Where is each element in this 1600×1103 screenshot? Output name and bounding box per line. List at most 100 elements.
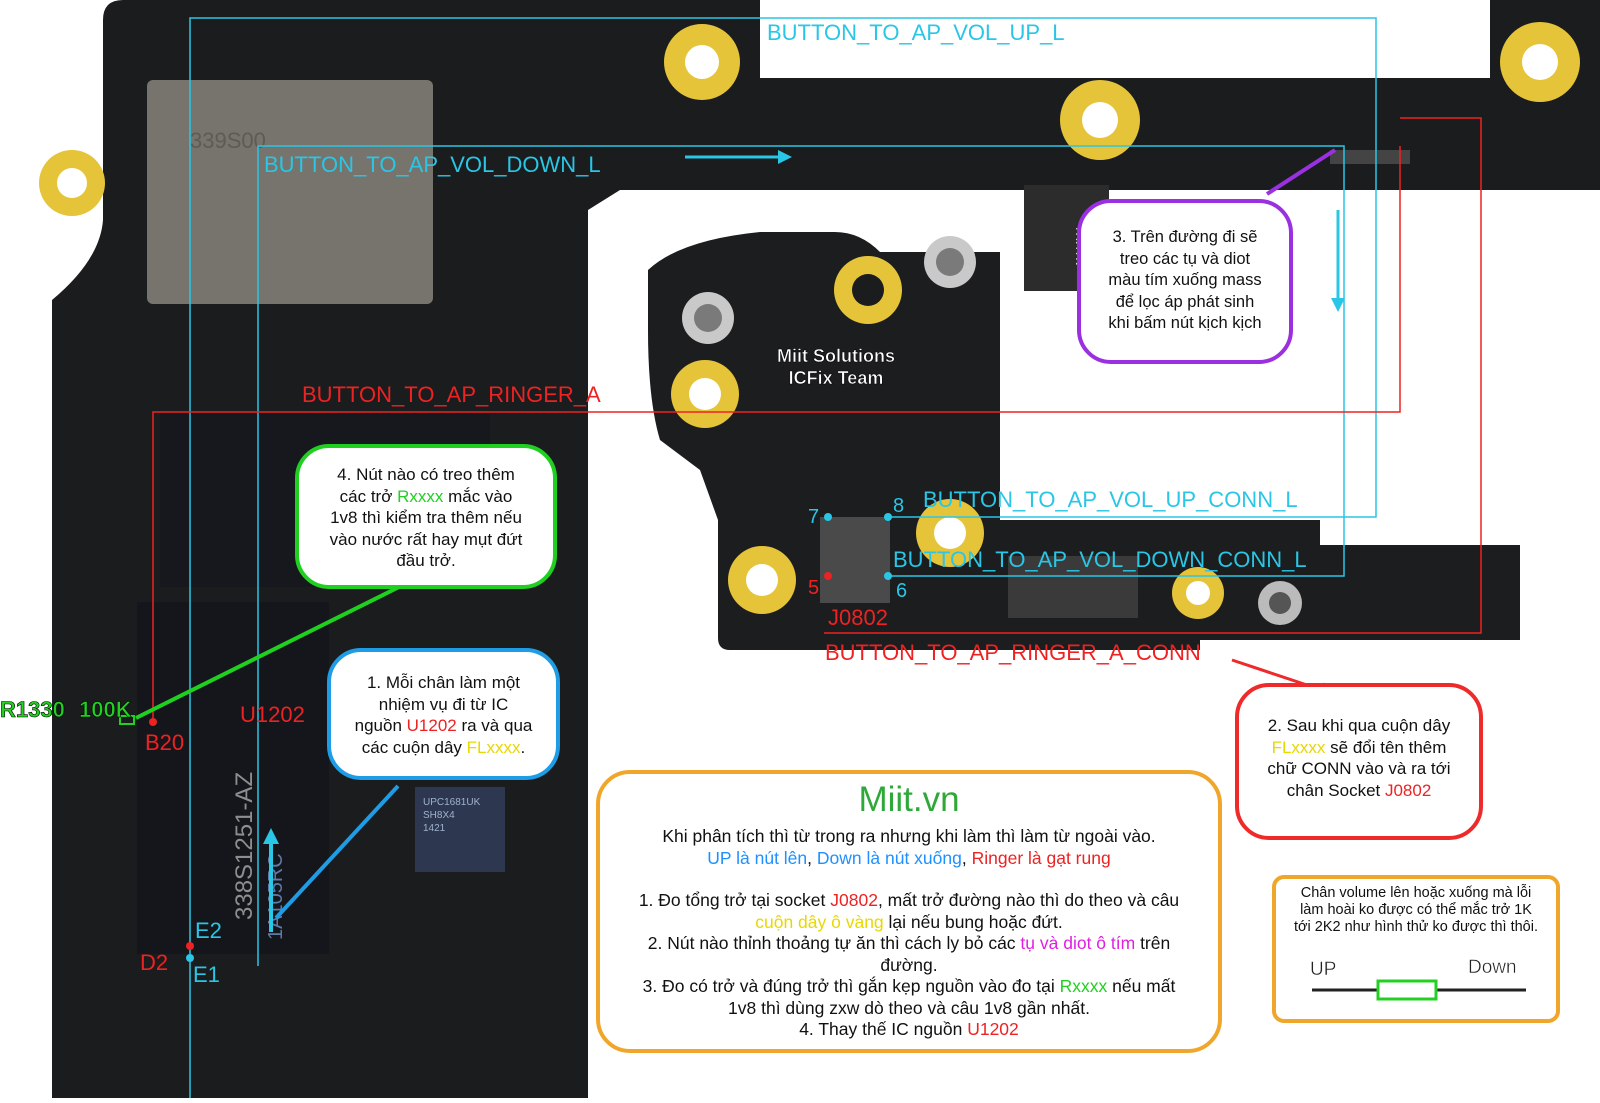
resistor-value: 100K [79, 697, 132, 722]
step3-line1: 3. Đo có trở và đúng trở thì gắn kẹp ngu… [618, 976, 1200, 998]
note-pin-path: 1. Mỗi chân làm một nhiệm vụ đi từ IC ng… [327, 648, 560, 780]
procedure-box: Miit.vn Khi phân tích thì từ trong ra nh… [596, 770, 1222, 1053]
step1-line2: cuộn dây ô vàng lại nếu bung hoặc đứt. [618, 912, 1200, 934]
note2-j0802: J0802 [1384, 780, 1432, 800]
small-ic-mark-2: SH8X4 [423, 810, 455, 821]
step4-line: 4. Thay thế IC nguồn U1202 [618, 1019, 1200, 1041]
cyan-wires [189, 17, 1377, 1098]
note4-line2: các trở Rxxxx mắc vào [311, 486, 541, 508]
note3-line5: khi bấm nút kịch kịch [1108, 314, 1262, 332]
pointer-note4 [135, 582, 406, 720]
pin-markers [119, 513, 892, 962]
label-vol-up-conn: BUTTON_TO_AP_VOL_UP_CONN_L [923, 487, 1298, 512]
label-ringer: BUTTON_TO_AP_RINGER_A [302, 382, 601, 407]
note3-line4: để lọc áp phát sinh [1115, 292, 1255, 311]
legend-sep: , [807, 847, 817, 868]
note-resistor-check: 4. Nút nào có treo thêm các trở Rxxxx mắ… [295, 444, 557, 589]
screw-posts [682, 236, 1302, 625]
small-ic-mark-1: UPC1681UK [423, 797, 481, 808]
step1-text2: , mất trở đường nào thì do theo và câu [877, 890, 1180, 910]
watermark-line2: ICFix Team [789, 368, 884, 388]
chip-mark-sub: 1A105RC [265, 853, 287, 940]
pin-e2: E2 [195, 918, 222, 943]
note1-dot: . [520, 737, 526, 757]
site-title: Miit.vn [858, 780, 960, 819]
step1-text: 1. Đo tổng trở tại socket [638, 890, 831, 910]
pin-d2: D2 [140, 950, 168, 975]
step2-line1: 2. Nút nào thỉnh thoảng tự ăn thì cách l… [618, 933, 1200, 955]
pointer-note1 [274, 784, 400, 920]
chip-mark-main: 338S1251-AZ [231, 772, 258, 920]
label-vol-up: BUTTON_TO_AP_VOL_UP_L [767, 20, 1065, 45]
step1-j0802: J0802 [830, 890, 878, 910]
resistor-label: R1330 [0, 697, 65, 722]
step3-text2: nếu mất [1107, 976, 1176, 996]
note2-text: sẽ đổi tên thêm [1325, 737, 1447, 757]
note4-rxxxx: Rxxxx [397, 486, 444, 506]
label-ringer-conn: BUTTON_TO_AP_RINGER_A_CONN [825, 640, 1201, 665]
legend-sep: , [961, 847, 972, 868]
small-ic [415, 787, 505, 872]
label-vol-down: BUTTON_TO_AP_VOL_DOWN_L [264, 152, 601, 177]
procedure-intro: Khi phân tích thì từ trong ra nhưng khi … [662, 826, 1156, 846]
resistor-tip-box: Chân volume lên hoặc xuống mà lỗi làm ho… [1272, 875, 1560, 1023]
step1-line1: 1. Đo tổng trở tại socket J0802, mất trở… [618, 890, 1200, 912]
note2-line4: chân Socket J0802 [1251, 780, 1467, 802]
step1-coil: cuộn dây ô vàng [755, 911, 884, 932]
tip-up-label: UP [1310, 959, 1336, 980]
screw-pads [39, 22, 1580, 619]
note3-line3: màu tím xuống mass [1108, 271, 1262, 289]
note3-line2: treo các tụ và diot [1119, 249, 1251, 268]
socket-label: J0802 [828, 605, 888, 630]
red-wires [152, 117, 1482, 722]
note4-line4: vào nước rất hay mụt đứt [329, 529, 523, 549]
arrows [263, 150, 1345, 932]
note1-text3: các cuộn dây [361, 737, 467, 757]
note1-flxxxx: FLxxxx [466, 737, 521, 757]
legend-ringer: Ringer là gạt rung [971, 847, 1111, 868]
connector [1008, 556, 1138, 618]
tip-resistor [1376, 979, 1438, 1001]
note2-line1: 2. Sau khi qua cuộn dây [1267, 716, 1451, 735]
note1-line1: 1. Mỗi chân làm một [366, 673, 521, 692]
step2-text2: trên [1135, 933, 1171, 953]
step1-text3: lại nếu bung hoặc đứt. [883, 911, 1063, 932]
ic-label: U1202 [240, 702, 305, 727]
note3-line1: 3. Trên đường đi sẽ [1112, 228, 1258, 246]
step4-text: 4. Thay thế IC nguồn [799, 1019, 968, 1039]
tip-line3: tới 2K2 như hình thử ko được thì thôi. [1293, 919, 1538, 935]
note1-line4: các cuộn dây FLxxxx. [343, 737, 544, 759]
filter-components [1330, 150, 1410, 164]
note2-line2: FLxxxx sẽ đổi tên thêm [1251, 737, 1467, 759]
note-conn-rename: 2. Sau khi qua cuộn dây FLxxxx sẽ đổi tê… [1235, 683, 1483, 840]
small-ic-mark-3: 1421 [423, 823, 446, 834]
note1-text2: ra và qua [456, 716, 533, 735]
pin-6: 6 [896, 580, 907, 602]
note1-u1202: U1202 [406, 716, 457, 735]
note4-line3: 1v8 thì kiểm tra thêm nếu [330, 508, 522, 527]
pin-7: 7 [808, 506, 819, 528]
watermark-line1: Miit Solutions [777, 346, 895, 366]
chip-mark-wifi: 339S00 [190, 128, 266, 153]
wifi-module [147, 80, 433, 304]
note4-line1: 4. Nút nào có treo thêm [337, 465, 515, 484]
board-cutout [760, 0, 1490, 78]
step3-text: 3. Đo có trở và đúng trở thì gắn kẹp ngu… [642, 976, 1060, 996]
note1-line3: nguồn U1202 ra và qua [343, 715, 544, 737]
legend-up: UP là nút lên [707, 847, 808, 868]
step4-u1202: U1202 [967, 1019, 1019, 1039]
procedure-legend: UP là nút lên, Down là nút xuống, Ringer… [618, 848, 1200, 870]
note2-text2: chân Socket [1286, 780, 1385, 800]
note2-line3: chữ CONN vào và ra tới [1267, 759, 1451, 778]
note1-text: nguồn [354, 716, 407, 735]
legend-down: Down là nút xuống [816, 847, 962, 868]
step2-purple: tụ và diot ô tím [1020, 933, 1136, 953]
note4-line5: đầu trở. [396, 551, 456, 570]
socket-j0802 [820, 517, 890, 603]
step2-text: 2. Nút nào thỉnh thoảng tự ăn thì cách l… [647, 933, 1021, 953]
label-vol-down-conn: BUTTON_TO_AP_VOL_DOWN_CONN_L [893, 547, 1307, 572]
note1-line2: nhiệm vụ đi từ IC [378, 694, 509, 714]
tip-line1: Chân volume lên hoặc xuống mà lỗi [1300, 885, 1532, 901]
